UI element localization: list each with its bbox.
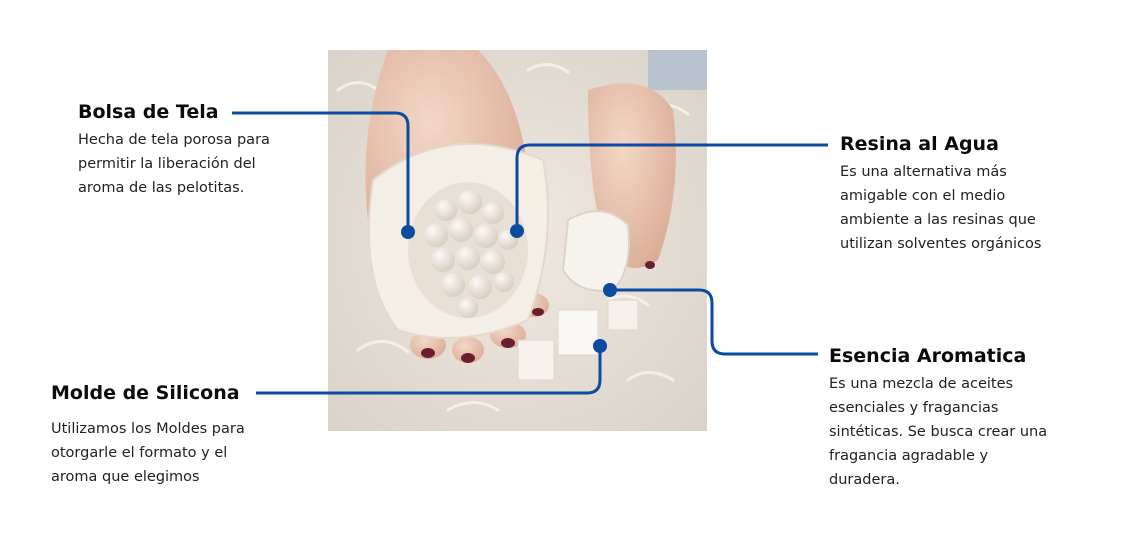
callout-description: Es una alternativa más amigable con el m…	[840, 164, 1042, 252]
callout-molde-de-silicona: Molde de Silicona Utilizamos los Moldes …	[51, 381, 301, 489]
callout-resina-al-agua: Resina al Agua Es una alternativa más am…	[840, 132, 1100, 256]
callout-description: Es una mezcla de aceites esenciales y fr…	[829, 376, 1048, 488]
callout-bolsa-de-tela: Bolsa de Tela Hecha de tela porosa para …	[78, 100, 318, 200]
callout-title: Resina al Agua	[840, 133, 999, 155]
callout-description: Hecha de tela porosa para permitir la li…	[78, 132, 270, 196]
product-photo	[328, 50, 707, 431]
callout-title: Molde de Silicona	[51, 382, 240, 404]
callout-description: Utilizamos los Moldes para otorgarle el …	[51, 421, 245, 485]
callout-esencia-aromatica: Esencia Aromatica Es una mezcla de aceit…	[829, 344, 1099, 492]
callout-title: Bolsa de Tela	[78, 101, 219, 123]
product-photo-illustration	[328, 50, 707, 431]
callout-title: Esencia Aromatica	[829, 345, 1027, 367]
